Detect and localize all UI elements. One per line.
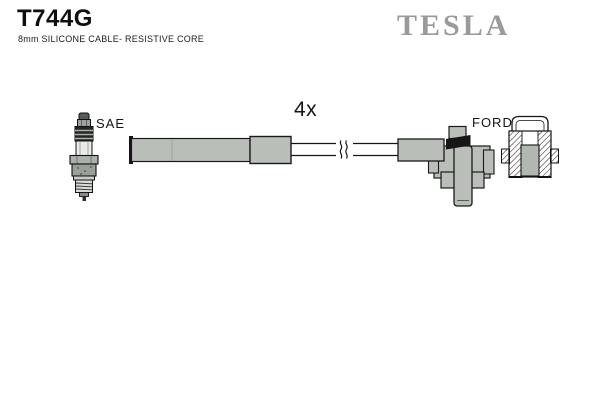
vehicle-make-label: FORD — [472, 115, 513, 130]
product-subtitle: 8mm SILICONE CABLE- RESISTIVE CORE — [18, 34, 205, 44]
spark-plug-icon — [69, 112, 99, 201]
connector-band — [446, 135, 471, 150]
spark-plug-standard-label: SAE — [96, 116, 126, 131]
terminal-cross-section-icon — [501, 115, 559, 178]
cable-break-icon — [336, 139, 353, 161]
part-number: T744G — [17, 5, 93, 32]
elbow-connector-icon — [397, 125, 495, 207]
tesla-logo: TESLA — [397, 9, 511, 42]
quantity-label: 4x — [294, 98, 318, 121]
ignition-cable-icon — [129, 135, 398, 165]
